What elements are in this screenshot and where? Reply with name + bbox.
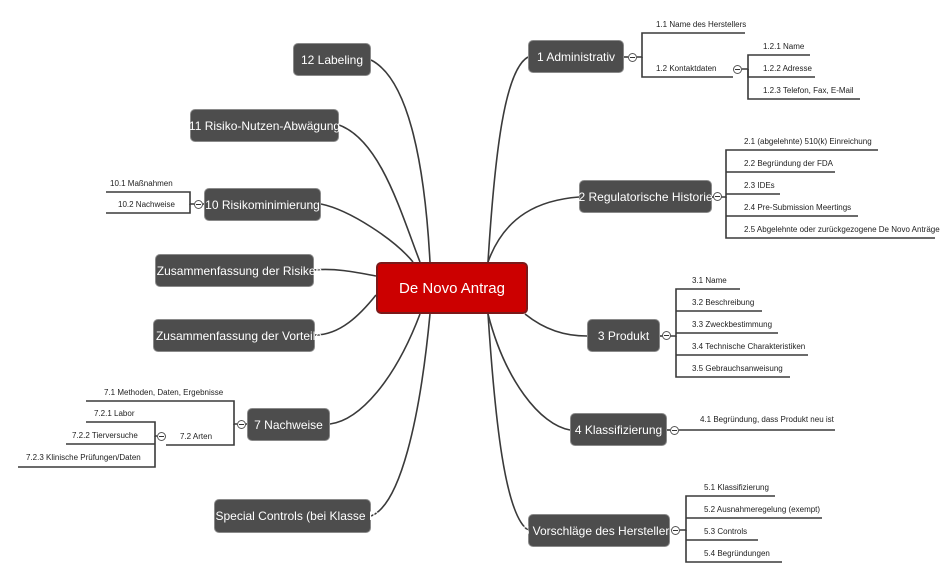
connector-line <box>320 203 414 263</box>
leaf-2-3[interactable]: 2.3 IDEs <box>744 181 775 190</box>
connector-line <box>685 530 782 563</box>
connector-line <box>106 191 194 205</box>
leaf-3-4[interactable]: 3.4 Technische Charakteristiken <box>692 342 806 351</box>
leaf-1-2-kontaktdaten[interactable]: 1.2 Kontaktdaten <box>656 64 717 73</box>
leaf-10-2-nachweise[interactable]: 10.2 Nachweise <box>118 200 175 209</box>
connector-line <box>641 57 733 78</box>
leaf-1-2-2-adresse[interactable]: 1.2.2 Adresse <box>763 64 812 73</box>
connector-line <box>675 336 790 378</box>
collapse-toggle-arten[interactable] <box>157 432 166 441</box>
leaf-7-2-1-labor[interactable]: 7.2.1 Labor <box>94 409 135 418</box>
branch-12-labeling[interactable]: 12 Labeling <box>293 43 371 76</box>
branch-3-produkt[interactable]: 3 Produkt <box>587 319 660 352</box>
connector-line <box>524 313 588 337</box>
leaf-1-2-1-name[interactable]: 1.2.1 Name <box>763 42 805 51</box>
connector-line <box>338 124 421 263</box>
connector-line <box>313 268 377 277</box>
branch-2-regulatorische-historie[interactable]: 2 Regulatorische Historie <box>578 180 713 213</box>
connector-line <box>671 288 740 337</box>
leaf-2-5[interactable]: 2.5 Abgelehnte oder zurückgezogene De No… <box>744 225 940 234</box>
branch-6-special-controls[interactable]: 6 Special Controls (bei Klasse II) <box>205 499 380 533</box>
connector-line <box>487 313 529 531</box>
leaf-7-1[interactable]: 7.1 Methoden, Daten, Ergebnisse <box>104 388 224 397</box>
connector-line <box>637 32 745 58</box>
branch-5-vorschlaege-des-herstellers[interactable]: 5 Vorschläge des Herstellers <box>523 514 675 547</box>
collapse-toggle-kontaktdaten[interactable] <box>733 65 742 74</box>
leaf-3-3[interactable]: 3.3 Zweckbestimmung <box>692 320 773 329</box>
connector-line <box>329 313 421 425</box>
branch-10-risikominimierung[interactable]: 10 Risikominimierung <box>204 188 321 221</box>
branch-11-risiko-nutzen-abwaegung[interactable]: 11 Risiko-Nutzen-Abwägung <box>189 109 340 142</box>
branch-8-zusammenfassung-vorteile[interactable]: 8 Zusammenfassung der Vorteile <box>146 319 322 352</box>
connector-line <box>18 436 156 468</box>
leaf-2-4[interactable]: 2.4 Pre-Submission Meertings <box>744 203 852 212</box>
branch-7-nachweise[interactable]: 7 Nachweise <box>247 408 330 441</box>
collapse-toggle-regulatorische-historie[interactable] <box>713 192 722 201</box>
connector-line <box>742 54 810 70</box>
branch-1-administrativ[interactable]: 1 Administrativ <box>528 40 624 73</box>
connector-line <box>725 197 935 239</box>
leaf-4-1[interactable]: 4.1 Begründung, dass Produkt neu ist <box>700 415 834 424</box>
central-topic[interactable]: De Novo Antrag <box>376 262 528 314</box>
connector-line <box>370 59 431 263</box>
connector-line <box>680 495 775 531</box>
leaf-5-4[interactable]: 5.4 Begründungen <box>704 549 770 558</box>
leaf-5-1[interactable]: 5.1 Klassifizierung <box>704 483 769 492</box>
leaf-7-2-3-klinische-pruefungen[interactable]: 7.2.3 Klinische Prüfungen/Daten <box>26 453 141 462</box>
connector-line <box>106 204 191 214</box>
leaf-2-2[interactable]: 2.2 Begründung der FDA <box>744 159 833 168</box>
leaf-5-2[interactable]: 5.2 Ausnahmeregelung (exempt) <box>704 505 821 514</box>
connector-line <box>370 313 431 517</box>
leaf-3-1[interactable]: 3.1 Name <box>692 276 727 285</box>
connector-line <box>722 149 878 198</box>
leaf-7-2-arten[interactable]: 7.2 Arten <box>180 432 213 441</box>
leaf-1-2-3-telefon[interactable]: 1.2.3 Telefon, Fax, E-Mail <box>763 86 854 95</box>
connector-line <box>314 294 377 336</box>
leaf-1-1-name-des-herstellers[interactable]: 1.1 Name des Herstellers <box>656 20 747 29</box>
branch-9-zusammenfassung-risiken[interactable]: 9 Zusammenfassung der Risiken <box>147 254 322 287</box>
connector-line <box>86 421 157 437</box>
branch-4-klassifizierung[interactable]: 4 Klassifizierung <box>570 413 667 446</box>
collapse-toggle-produkt[interactable] <box>662 331 671 340</box>
collapse-toggle-risikominimierung[interactable] <box>194 200 203 209</box>
connector-line <box>747 69 860 100</box>
connector-line <box>487 56 529 263</box>
connector-line <box>166 424 235 446</box>
connector-line <box>487 313 571 431</box>
leaf-2-1[interactable]: 2.1 (abgelehnte) 510(k) Einreichung <box>744 137 872 146</box>
leaf-3-5[interactable]: 3.5 Gebrauchsanweisung <box>692 364 783 373</box>
collapse-toggle-administrativ[interactable] <box>628 53 637 62</box>
connector-line <box>487 196 580 263</box>
leaf-5-3[interactable]: 5.3 Controls <box>704 527 748 536</box>
leaf-3-2[interactable]: 3.2 Beschreibung <box>692 298 755 307</box>
leaf-10-1-massnahmen[interactable]: 10.1 Maßnahmen <box>110 179 173 188</box>
collapse-toggle-nachweise[interactable] <box>237 420 246 429</box>
leaf-7-2-2-tierversuche[interactable]: 7.2.2 Tierversuche <box>72 431 138 440</box>
collapse-toggle-klassifizierung[interactable] <box>670 426 679 435</box>
collapse-toggle-vorschlaege[interactable] <box>671 526 680 535</box>
connector-line <box>86 400 237 425</box>
